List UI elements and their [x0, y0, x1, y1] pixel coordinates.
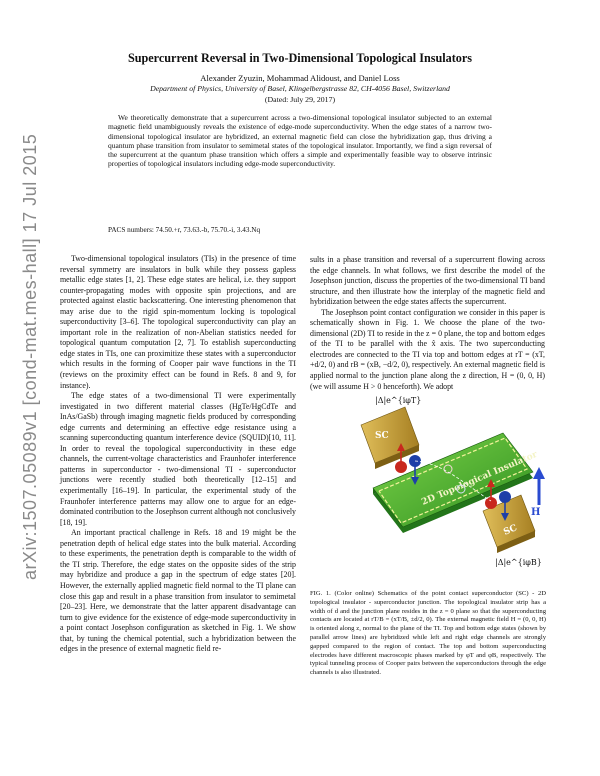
affiliation: Department of Physics, University of Bas…	[150, 84, 450, 93]
edge-state-marker	[456, 484, 466, 494]
figure-1-schematic: 2D Topological Insulator SC |Δ|e^{iφT} S…	[360, 396, 545, 567]
spin-up-particle	[395, 443, 407, 473]
paragraph: The edge states of a two-dimensional TI …	[60, 391, 296, 527]
abstract: We theoretically demonstrate that a supe…	[108, 113, 492, 169]
authors: Alexander Zyuzin, Mohammad Alidoust, and…	[200, 73, 400, 83]
figure-caption: FIG. 1. (Color online) Schematics of the…	[310, 590, 546, 677]
paper-title: Supercurrent Reversal in Two-Dimensional…	[127, 51, 473, 65]
bottom-phase-label: |Δ|e^{iφB}	[495, 558, 542, 567]
cooper-pair-tunneling-path	[414, 460, 492, 502]
date-line: (Dated: July 29, 2017)	[264, 95, 336, 104]
edge-channel-lines	[378, 437, 528, 524]
magnetic-field-arrow	[533, 467, 545, 505]
spin-up-particle	[485, 479, 497, 509]
top-phase-label: |Δ|e^{iφT}	[375, 396, 421, 405]
left-column: Two-dimensional topological insulators (…	[60, 254, 296, 655]
topological-insulator-strip	[372, 432, 534, 528]
pacs-numbers: PACS numbers: 74.50.+r, 73.63.-b, 75.70.…	[108, 226, 261, 234]
paragraph: Two-dimensional topological insulators (…	[60, 254, 296, 390]
arxiv-stamp: arXiv:1507.05089v1 [cond-mat.mes-hall] 1…	[20, 133, 40, 580]
top-superconductor-electrode	[360, 406, 420, 464]
bottom-electrode-label: SC	[502, 523, 518, 538]
edge-state-marker	[443, 464, 453, 474]
top-electrode-side	[375, 445, 419, 469]
bottom-electrode-side	[497, 531, 535, 553]
magnetic-field-label: H	[531, 507, 540, 518]
paragraph: sults in a phase transition and reversal…	[310, 255, 545, 307]
top-electrode-label: SC	[375, 431, 389, 441]
paragraph: An important practical challenge in Refs…	[60, 528, 296, 654]
paragraph: The Josephson point contact configuratio…	[310, 307, 545, 391]
right-column: sults in a phase transition and reversal…	[310, 255, 545, 392]
spin-down-particle	[499, 491, 511, 521]
